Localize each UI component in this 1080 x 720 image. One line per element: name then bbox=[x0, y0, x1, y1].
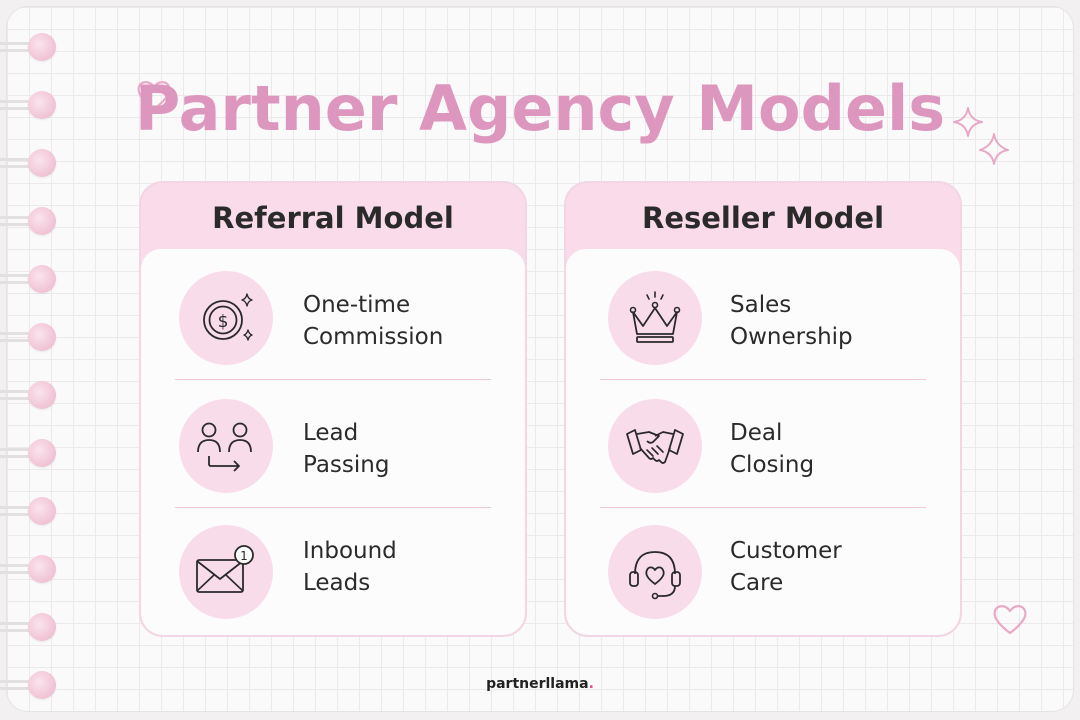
item-label-line2: Passing bbox=[303, 452, 390, 478]
icon-badge bbox=[608, 525, 702, 619]
svg-text:$: $ bbox=[218, 312, 229, 332]
coin-icon: $ bbox=[203, 293, 253, 341]
card-body: $ One-time Commission bbox=[141, 249, 525, 635]
people-transfer-icon bbox=[197, 422, 252, 472]
spiral-binding bbox=[0, 0, 60, 720]
handshake-icon bbox=[626, 429, 684, 464]
icon-badge: $ bbox=[179, 271, 273, 365]
item-label-line1: Sales bbox=[730, 292, 792, 318]
item-label-line2: Commission bbox=[303, 324, 444, 350]
binding-wire bbox=[0, 564, 42, 574]
item-label-line2: Care bbox=[730, 570, 784, 596]
card-body: Sales Ownership Deal Closing bbox=[566, 249, 960, 635]
binding-wire bbox=[0, 158, 42, 168]
list-item: Deal Closing bbox=[566, 377, 960, 503]
divider bbox=[175, 507, 491, 508]
item-label-line2: Leads bbox=[303, 570, 371, 596]
brand-logo: partnerllama. bbox=[0, 676, 1080, 692]
icon-badge bbox=[179, 399, 273, 493]
binding-wire bbox=[0, 622, 42, 632]
reseller-model-card: Reseller Model Sales Ownership bbox=[564, 181, 962, 637]
crown-icon bbox=[629, 291, 681, 343]
binding-ring bbox=[28, 323, 56, 351]
icon-badge bbox=[608, 271, 702, 365]
envelope-notification-icon: 1 bbox=[196, 545, 254, 593]
icon-badge: 1 bbox=[179, 525, 273, 619]
headset-icon bbox=[629, 551, 681, 600]
divider bbox=[600, 507, 926, 508]
page-title: Partner Agency Models bbox=[134, 72, 946, 145]
binding-wire bbox=[0, 100, 42, 110]
icon-badge bbox=[608, 399, 702, 493]
list-item: Customer Care bbox=[566, 503, 960, 629]
binding-wire bbox=[0, 506, 42, 516]
item-label-line2: Closing bbox=[730, 452, 815, 478]
brand-name: partnerllama bbox=[486, 676, 589, 692]
binding-ring bbox=[28, 265, 56, 293]
item-label: Inbound Leads bbox=[303, 535, 397, 599]
heart-doodle-icon bbox=[993, 605, 1027, 635]
binding-ring bbox=[28, 207, 56, 235]
binding-ring bbox=[28, 439, 56, 467]
divider bbox=[175, 379, 491, 380]
binding-ring bbox=[28, 671, 56, 699]
svg-text:1: 1 bbox=[240, 549, 248, 563]
referral-model-card: Referral Model $ One-time Commission bbox=[139, 181, 527, 637]
binding-wire bbox=[0, 274, 42, 284]
item-label-line1: Customer bbox=[730, 538, 842, 564]
list-item: $ One-time Commission bbox=[141, 249, 525, 375]
list-item: Lead Passing bbox=[141, 377, 525, 503]
item-label: Deal Closing bbox=[730, 417, 814, 481]
binding-wire bbox=[0, 42, 42, 52]
card-title: Referral Model bbox=[212, 201, 454, 235]
binding-wire bbox=[0, 448, 42, 458]
binding-ring bbox=[28, 149, 56, 177]
sparkle-doodle-icon bbox=[953, 107, 1009, 165]
item-label: Sales Ownership bbox=[730, 289, 853, 353]
binding-ring bbox=[28, 555, 56, 583]
heart-doodle-icon bbox=[137, 81, 171, 111]
item-label-line1: One-time bbox=[303, 292, 411, 318]
binding-wire bbox=[0, 332, 42, 342]
item-label: Lead Passing bbox=[303, 417, 389, 481]
binding-wire bbox=[0, 680, 42, 690]
binding-wire bbox=[0, 216, 42, 226]
binding-ring bbox=[28, 33, 56, 61]
item-label-line1: Inbound bbox=[303, 538, 397, 564]
list-item: Sales Ownership bbox=[566, 249, 960, 375]
binding-ring bbox=[28, 91, 56, 119]
binding-wire bbox=[0, 390, 42, 400]
item-label: One-time Commission bbox=[303, 289, 443, 353]
item-label: Customer Care bbox=[730, 535, 842, 599]
item-label-line2: Ownership bbox=[730, 324, 853, 350]
list-item: 1 Inbound Leads bbox=[141, 503, 525, 629]
binding-ring bbox=[28, 613, 56, 641]
binding-ring bbox=[28, 497, 56, 525]
item-label-line1: Lead bbox=[303, 420, 359, 446]
binding-ring bbox=[28, 381, 56, 409]
item-label-line1: Deal bbox=[730, 420, 783, 446]
divider bbox=[600, 379, 926, 380]
brand-dot: . bbox=[588, 676, 594, 692]
card-title: Reseller Model bbox=[641, 201, 885, 235]
